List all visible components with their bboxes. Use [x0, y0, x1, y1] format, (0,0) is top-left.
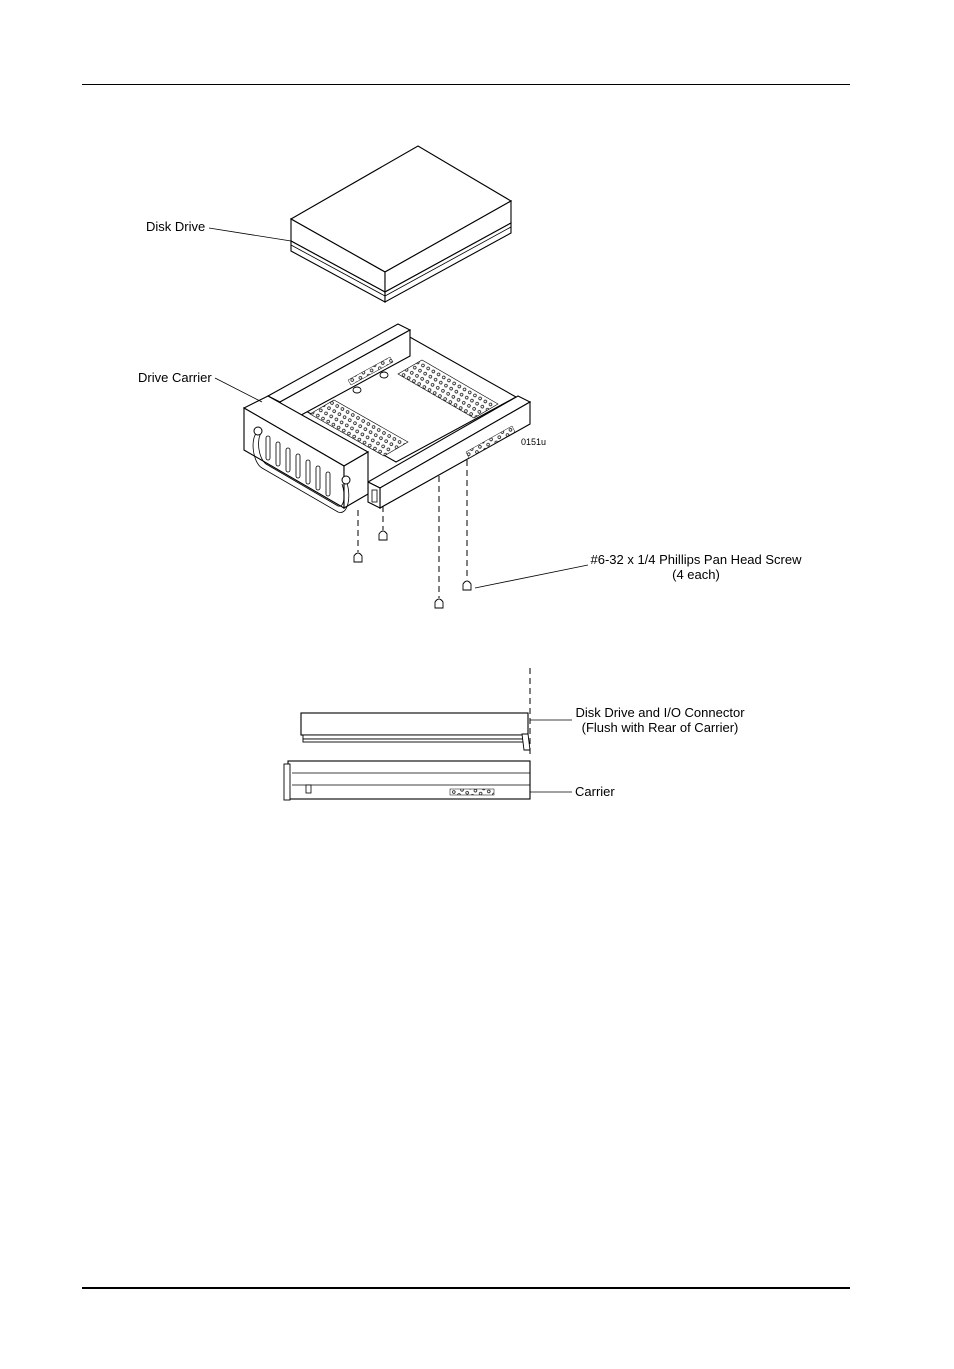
carrier-label: Carrier	[575, 784, 615, 799]
screw-label-line1: #6-32 x 1/4 Phillips Pan Head Screw	[588, 552, 804, 567]
screw-label-line2: (4 each)	[588, 567, 804, 582]
disk-drive-label: Disk Drive	[146, 219, 205, 234]
drive-carrier-leader	[215, 378, 262, 402]
side-view-illustration	[284, 668, 572, 800]
drive-carrier-illustration	[244, 324, 530, 513]
screw-leader	[475, 565, 588, 588]
connector-label-line2: (Flush with Rear of Carrier)	[573, 720, 747, 735]
drive-carrier-label: Drive Carrier	[138, 370, 212, 385]
figure-code: 0151u	[521, 437, 546, 447]
screw-label: #6-32 x 1/4 Phillips Pan Head Screw (4 e…	[588, 552, 804, 582]
connector-label: Disk Drive and I/O Connector (Flush with…	[573, 705, 747, 735]
disk-drive-illustration	[291, 146, 511, 302]
disk-drive-leader	[209, 228, 291, 241]
connector-label-line1: Disk Drive and I/O Connector	[573, 705, 747, 720]
